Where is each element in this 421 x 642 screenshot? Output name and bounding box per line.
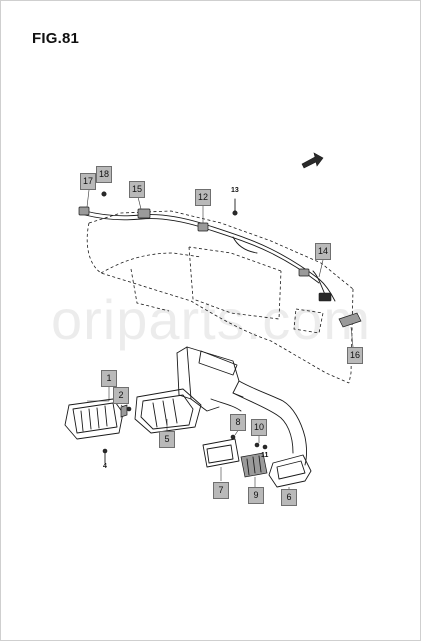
wiring-harness: [78, 206, 336, 302]
center-duct: [176, 346, 307, 466]
callout-8: 8: [230, 414, 246, 431]
screw-8: [230, 434, 236, 440]
callout-7: 7: [213, 482, 229, 499]
screw-11: [262, 444, 268, 450]
front-direction-arrow: [301, 152, 324, 169]
callout-15: 15: [129, 181, 145, 198]
callout-16: 16: [347, 347, 363, 364]
callout-10: 10: [251, 419, 267, 436]
switch-9: [240, 452, 268, 487]
callout-2: 2: [113, 387, 129, 404]
leader-lines: [86, 189, 324, 443]
center-vent-5: [134, 388, 202, 434]
side-vent-16: [338, 312, 362, 348]
callout-5: 5: [159, 431, 175, 448]
label-11: 11: [261, 452, 269, 459]
label-13: 13: [231, 187, 239, 194]
callout-1: 1: [101, 370, 117, 387]
screw-18: [101, 191, 107, 197]
vent-7: [202, 438, 240, 481]
callout-18: 18: [96, 166, 112, 183]
label-4: 4: [103, 463, 107, 470]
screw-13: [232, 198, 238, 216]
callout-14: 14: [315, 243, 331, 260]
clip-10: [254, 442, 260, 448]
figure-title: FIG.81: [32, 30, 80, 47]
fastener-2: [120, 404, 132, 418]
callout-17: 17: [80, 173, 96, 190]
callout-9: 9: [248, 487, 264, 504]
callout-6: 6: [281, 489, 297, 506]
screw-4: [102, 448, 108, 464]
instrument-panel-outline: [86, 210, 354, 384]
watermark: oriparts.com: [51, 288, 372, 351]
callout-12: 12: [195, 189, 211, 206]
